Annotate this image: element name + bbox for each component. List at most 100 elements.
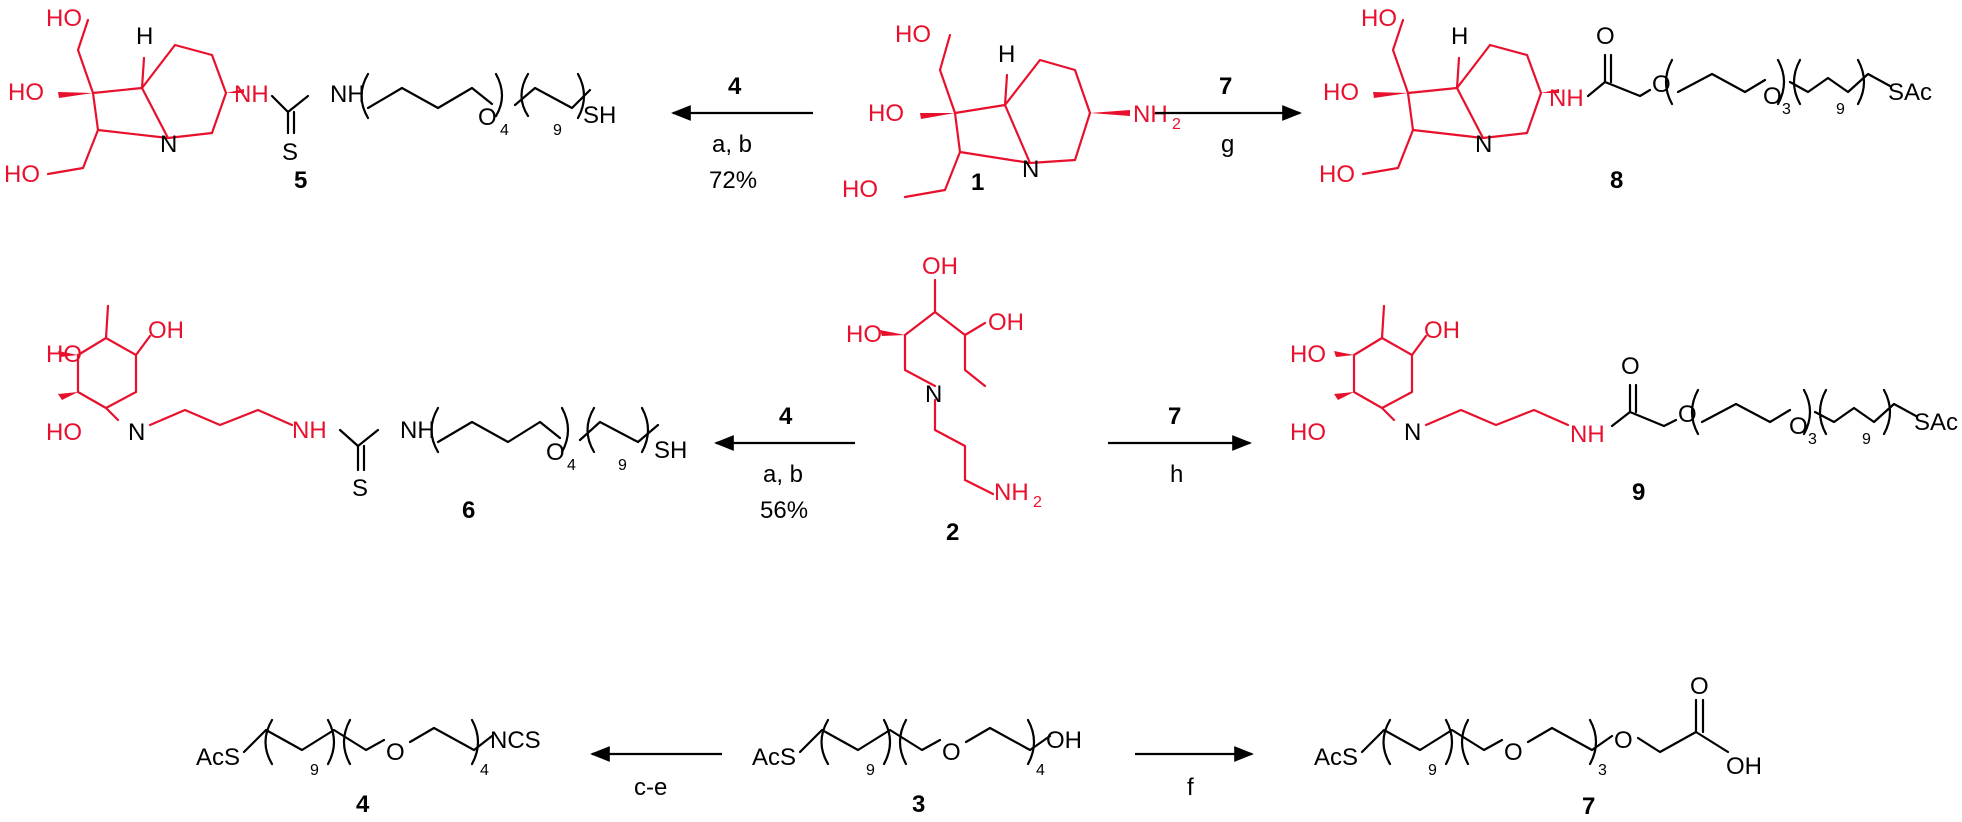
atom-h: H [998, 41, 1015, 68]
atom-acs: AcS [752, 744, 796, 771]
compound-label-8: 8 [1610, 167, 1623, 194]
atom-ho: HO [1319, 161, 1355, 188]
reagent-label: 4 [779, 403, 793, 430]
condition-label: f [1187, 774, 1194, 801]
compound-label-4: 4 [356, 791, 370, 818]
compound-label-1: 1 [971, 169, 984, 196]
condition-label: c-e [634, 774, 667, 801]
subscript: 2 [1033, 494, 1042, 511]
atom-o: O [1789, 413, 1808, 440]
atom-oh: OH [1046, 727, 1082, 754]
atom-ho: HO [895, 21, 931, 48]
atom-nh: NH [292, 417, 327, 444]
atom-nh2: NH [1133, 101, 1168, 128]
atom-o: O [1652, 71, 1671, 98]
atom-nh2: NH [994, 479, 1029, 506]
atom-nh: NH [1570, 421, 1605, 448]
compound-3-structure [798, 718, 1052, 766]
atom-sac: SAc [1888, 79, 1932, 106]
compound-7-structure [1360, 698, 1730, 766]
atom-n: N [160, 131, 177, 158]
reagent-label: 7 [1168, 403, 1181, 430]
atom-o: O [1621, 353, 1640, 380]
atom-sh: SH [654, 437, 687, 464]
atom-acs: AcS [196, 744, 240, 771]
subscript: 3 [1808, 431, 1817, 448]
compound-label-5: 5 [294, 167, 307, 194]
atom-oh: OH [922, 253, 958, 280]
atom-ho: HO [46, 5, 82, 32]
compound-label-6: 6 [462, 497, 475, 524]
subscript: 9 [553, 122, 562, 139]
atom-n: N [1475, 131, 1492, 158]
reagent-label: 7 [1219, 73, 1232, 100]
atom-o: O [546, 439, 565, 466]
atom-s: S [282, 139, 298, 166]
compound-6-structure [58, 304, 660, 472]
atom-oh: OH [1726, 753, 1762, 780]
atom-n: N [925, 381, 942, 408]
condition-label: g [1221, 131, 1234, 158]
atom-n: N [128, 419, 145, 446]
atom-oh: OH [1424, 317, 1460, 344]
atom-ho: HO [1290, 341, 1326, 368]
compound-label-7: 7 [1582, 793, 1595, 820]
subscript: 3 [1598, 762, 1607, 779]
atom-h: H [136, 23, 153, 50]
compound-5-structure [46, 18, 592, 176]
atom-oh: OH [988, 309, 1024, 336]
atom-n: N [1404, 419, 1421, 446]
atom-sh: SH [583, 102, 616, 129]
atom-oh: OH [148, 317, 184, 344]
atom-nh: NH [400, 417, 435, 444]
atom-ho: HO [842, 176, 878, 203]
atom-o: O [1596, 23, 1615, 50]
atom-ho: HO [846, 321, 882, 348]
atom-sac: SAc [1914, 409, 1958, 436]
atom-n: N [1022, 156, 1039, 183]
atom-ho: HO [4, 161, 40, 188]
condition-label: a, b [763, 461, 803, 488]
subscript: 9 [1862, 431, 1871, 448]
atom-ncs: NCS [490, 727, 541, 754]
atom-h: H [1451, 23, 1468, 50]
atom-o: O [1678, 401, 1697, 428]
atom-o: O [1504, 739, 1523, 766]
subscript: 4 [567, 457, 576, 474]
atom-ho: HO [868, 100, 904, 127]
yield-label: 56% [760, 497, 808, 524]
condition-label: h [1170, 461, 1183, 488]
atom-nh: NH [330, 81, 365, 108]
atom-ho: HO [1361, 5, 1397, 32]
atom-o: O [386, 739, 405, 766]
compound-4-structure [242, 718, 494, 766]
atom-o: O [478, 104, 497, 131]
compound-1-structure [903, 33, 1130, 199]
subscript: 2 [1172, 116, 1181, 133]
subscript: 9 [618, 457, 627, 474]
atom-ho: HO [1290, 419, 1326, 446]
subscript: 4 [480, 762, 489, 779]
compound-label-9: 9 [1632, 479, 1645, 506]
subscript: 9 [1428, 762, 1437, 779]
atom-o: O [1690, 673, 1709, 700]
compound-2-structure [880, 278, 995, 496]
atom-o: O [942, 739, 961, 766]
subscript: 9 [310, 762, 319, 779]
atom-o: O [1763, 83, 1782, 110]
atom-acs: AcS [1314, 744, 1358, 771]
atom-nh: NH [1549, 85, 1584, 112]
atom-nh: NH [234, 81, 269, 108]
atom-ho: HO [1323, 79, 1359, 106]
subscript: 9 [1836, 101, 1845, 118]
atom-s: S [352, 475, 368, 502]
condition-label: a, b [712, 131, 752, 158]
reagent-label: 4 [728, 73, 742, 100]
atom-ho: HO [8, 79, 44, 106]
compound-9-structure [1334, 304, 1918, 436]
atom-ho: HO [46, 341, 82, 368]
subscript: 4 [1036, 762, 1045, 779]
atom-o: O [1614, 727, 1633, 754]
subscript: 9 [866, 762, 875, 779]
atom-ho: HO [46, 419, 82, 446]
